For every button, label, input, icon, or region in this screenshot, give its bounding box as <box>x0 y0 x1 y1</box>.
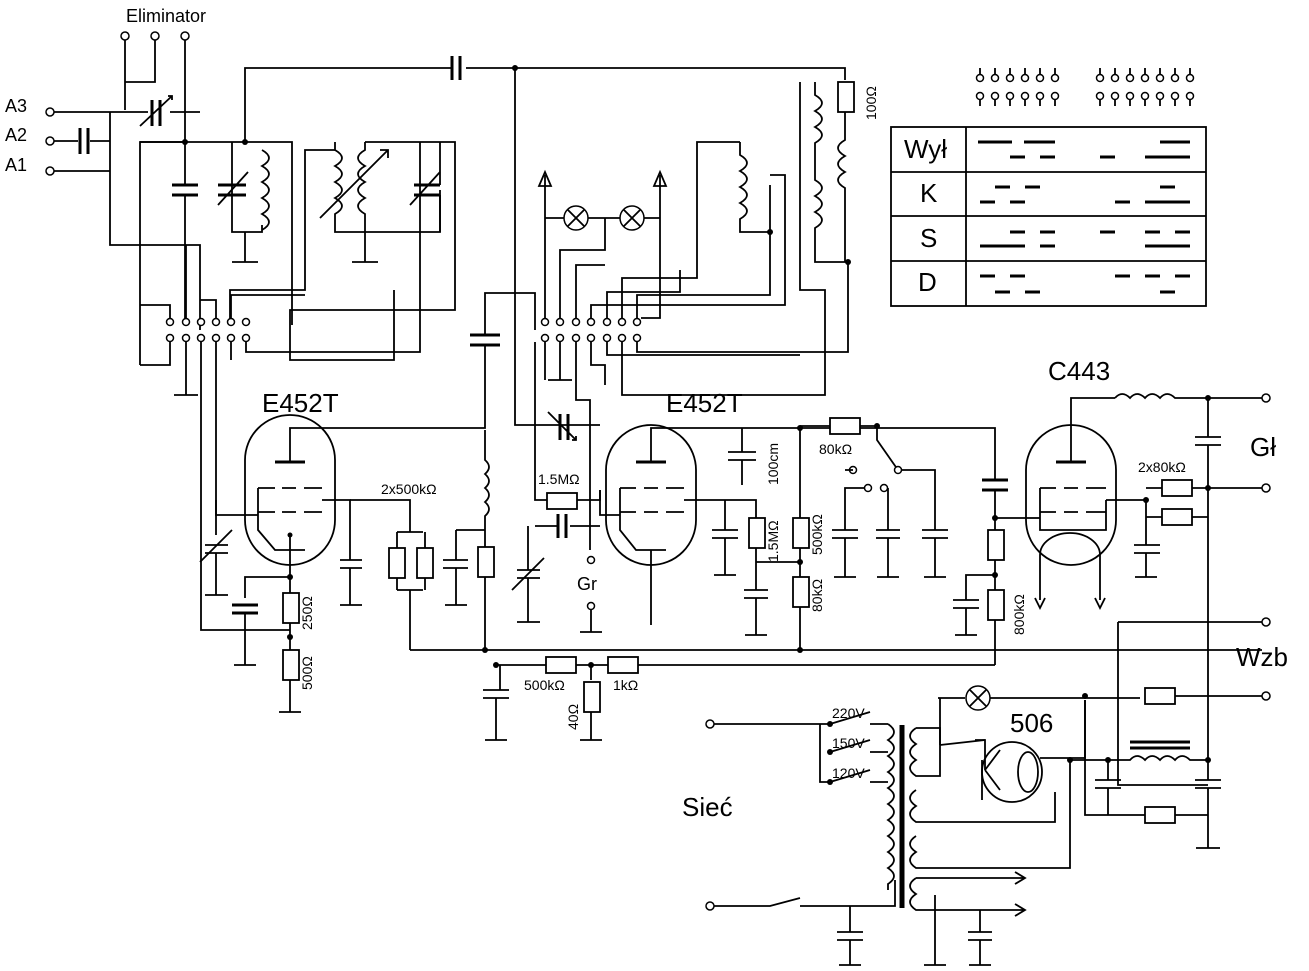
r250-label: 250Ω <box>299 596 315 630</box>
input-tuned-circuit <box>140 67 846 361</box>
tube-2-plate-network <box>728 425 810 650</box>
gr-label: Gr <box>577 574 597 594</box>
rectifier-506 <box>938 685 1140 803</box>
tone-switch-network <box>800 417 948 578</box>
switch-bank-2 <box>514 68 849 430</box>
switch-position-table <box>890 68 1207 307</box>
tube-1-cathode-network <box>199 515 301 713</box>
supply-lines <box>410 617 1271 786</box>
switch-row-wyl-label: Wył <box>904 134 947 164</box>
c100cm-label: 100cm <box>765 443 781 485</box>
r80k-a-label: 80kΩ <box>809 579 825 612</box>
r800k-label: 800kΩ <box>1011 594 1027 635</box>
v150-label: 150V <box>832 735 865 751</box>
tube-2-grid-network <box>511 411 620 633</box>
r1-5m-a-label: 1.5MΩ <box>538 471 580 487</box>
r1k-label: 1kΩ <box>613 677 638 693</box>
r500k-a-label: 500kΩ <box>809 514 825 555</box>
rf-coils <box>738 81 855 265</box>
switch-row-k-bars <box>980 185 1190 204</box>
filter-network <box>1067 687 1271 849</box>
switch-row-wyl-bars <box>978 140 1190 159</box>
siec-label: Sieć <box>682 792 733 822</box>
r500-label: 500Ω <box>299 656 315 690</box>
tube-3-output-network <box>1134 393 1271 760</box>
eliminator-terminals <box>120 31 190 365</box>
switch-row-k-label: K <box>920 178 938 208</box>
gl-label: Gł <box>1250 432 1276 462</box>
mains-input <box>705 711 896 966</box>
tube3-label: C443 <box>1048 356 1110 386</box>
tube-2-e452t <box>605 424 996 625</box>
power-transformer <box>886 723 1071 966</box>
switch-row-s-bars <box>980 230 1190 248</box>
resistor-2x500k <box>350 430 495 650</box>
interstage-coupling <box>470 292 536 385</box>
a3-label: A3 <box>5 96 27 116</box>
switch-table-header-contacts <box>975 68 1195 106</box>
r1-5m-b-label: 1.5MΩ <box>765 520 781 562</box>
switch-row-s-label: S <box>920 223 937 253</box>
a1-label: A1 <box>5 155 27 175</box>
a2-label: A2 <box>5 125 27 145</box>
output-stage-coupling <box>953 478 1030 665</box>
r2x80k-label: 2x80kΩ <box>1138 459 1186 475</box>
r80k-b-label: 80kΩ <box>819 441 852 457</box>
r2x500k-label: 2x500kΩ <box>381 481 437 497</box>
top-coupling-capacitor <box>450 56 462 80</box>
wzb-label: Wzb <box>1236 642 1288 672</box>
r100-label: 100Ω <box>863 86 879 120</box>
r500k-b-label: 500kΩ <box>524 677 565 693</box>
switch-bank-1 <box>140 142 421 631</box>
eliminator-label: Eliminator <box>126 6 206 26</box>
switch-row-d-bars <box>980 274 1190 294</box>
tube1-label: E452T <box>262 388 339 418</box>
r40-label: 40Ω <box>565 704 581 730</box>
v120-label: 120V <box>832 765 865 781</box>
tube-1-e452t <box>215 385 486 606</box>
rectifier-label: 506 <box>1010 708 1053 738</box>
tube2-label: E452T <box>666 388 743 418</box>
tube-3-c443 <box>1025 393 1268 611</box>
antenna-terminals <box>45 95 201 330</box>
switch-row-d-label: D <box>918 267 937 297</box>
v220-label: 220V <box>832 705 865 721</box>
